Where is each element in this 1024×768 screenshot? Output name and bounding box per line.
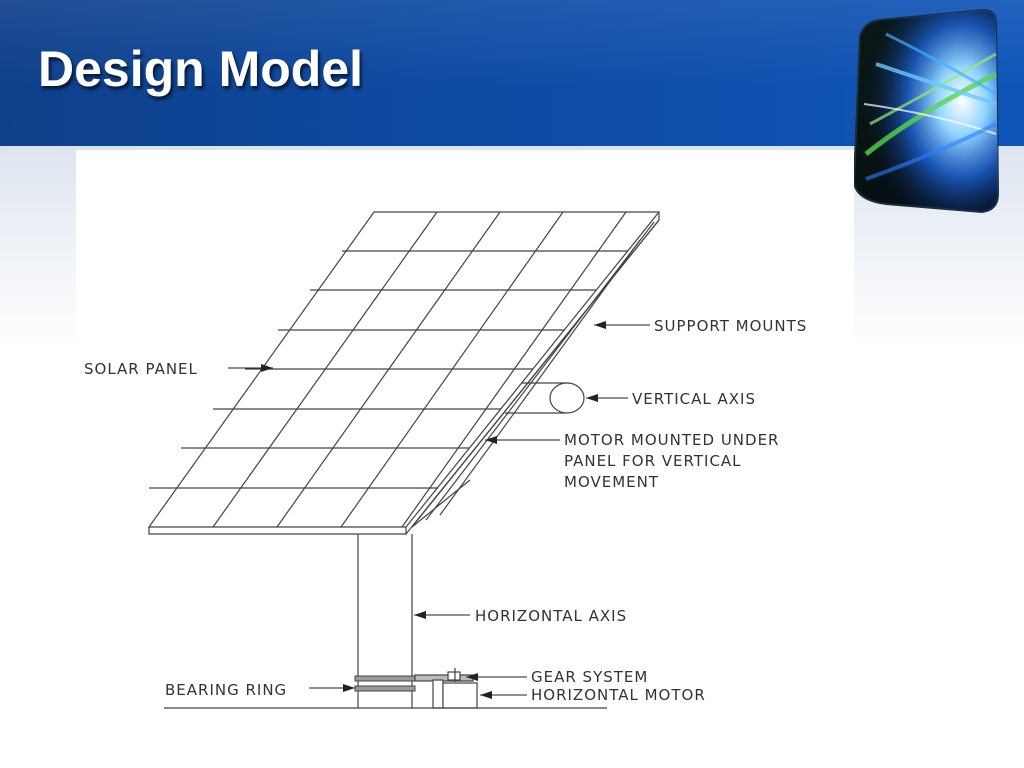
label-bearing-ring: BEARING RING	[165, 681, 287, 699]
diagram-canvas: SOLAR PANEL SUPPORT MOUNTS VERTICAL AXIS…	[76, 150, 854, 768]
support-mounts	[411, 219, 660, 528]
label-motor-line3: MOVEMENT	[564, 473, 659, 491]
light-burst-cube-icon	[852, 8, 1000, 214]
label-gear-system: GEAR SYSTEM	[531, 668, 648, 686]
gear-and-motor	[414, 668, 478, 709]
bearing-ring	[354, 675, 416, 692]
label-vertical-axis: VERTICAL AXIS	[632, 390, 756, 408]
label-support-mounts: SUPPORT MOUNTS	[654, 317, 807, 335]
label-horizontal-axis: HORIZONTAL AXIS	[475, 607, 627, 625]
left-gradient-panel	[0, 150, 76, 350]
solar-panel	[147, 211, 661, 535]
solar-tracker-diagram: SOLAR PANEL SUPPORT MOUNTS VERTICAL AXIS…	[84, 211, 807, 709]
header-bar: Design Model	[0, 0, 1024, 150]
horizontal-axis-post	[357, 534, 413, 708]
slide-title: Design Model	[38, 41, 364, 97]
label-horizontal-motor: HORIZONTAL MOTOR	[531, 686, 706, 704]
vertical-axis-cylinder	[505, 382, 585, 414]
label-motor-line2: PANEL FOR VERTICAL	[564, 452, 742, 470]
label-solar-panel: SOLAR PANEL	[84, 360, 198, 378]
leader-lines	[228, 321, 650, 699]
header-glow	[0, 0, 1024, 146]
label-motor-line1: MOTOR MOUNTED UNDER	[564, 431, 779, 449]
